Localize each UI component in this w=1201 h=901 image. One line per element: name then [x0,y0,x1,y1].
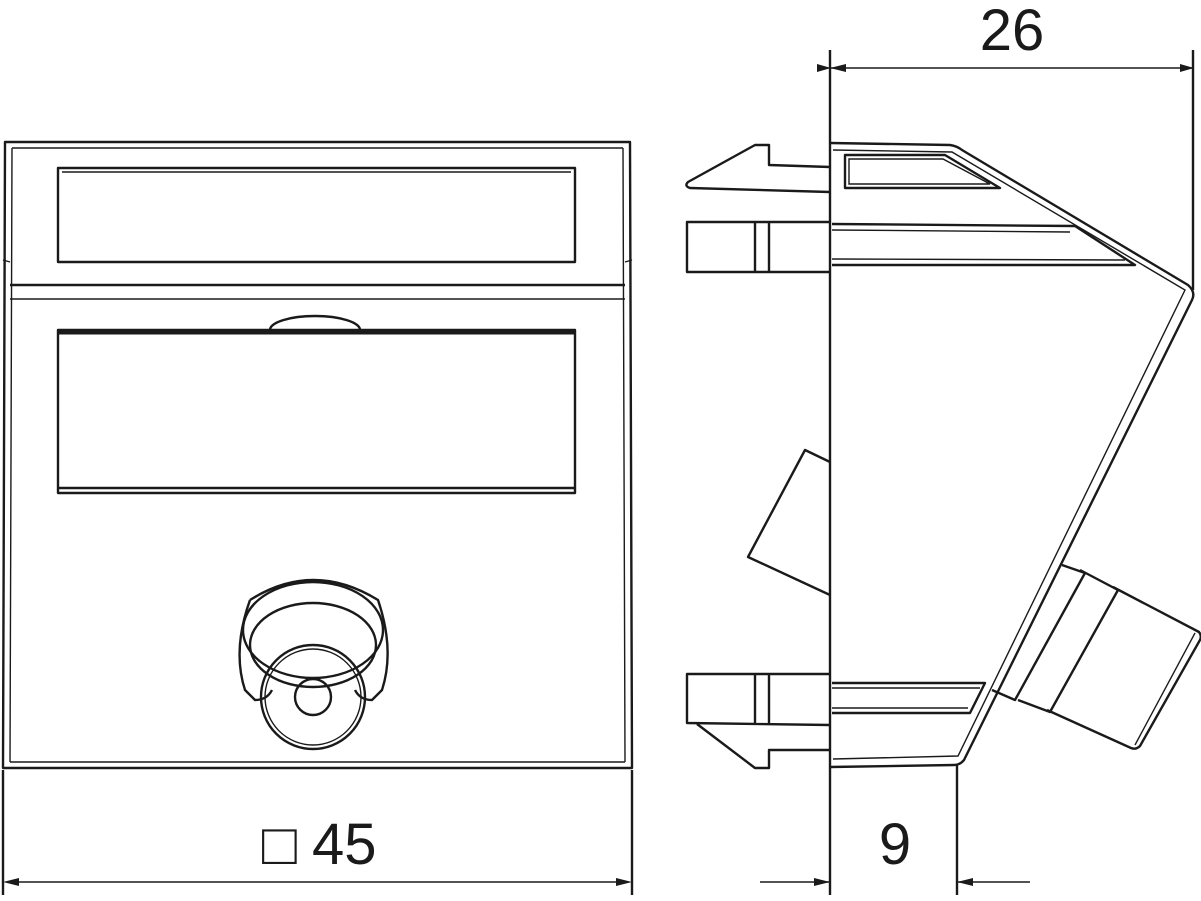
hidden-arc [268,314,362,331]
connector-front [238,578,389,751]
latch-bottom [696,723,830,770]
label-window-main [56,328,577,495]
rear-block [746,448,831,597]
dimension-26: 26 [817,0,1195,290]
latch-lower [685,672,831,727]
latch-upper [685,220,830,274]
dimension-9: 9 [760,765,1030,895]
side-window [843,153,1002,190]
front-view [1,140,634,770]
connector-side [991,563,1201,750]
latch-top [685,143,831,194]
side-outline [829,141,1195,769]
front-outline [1,140,634,770]
square-symbol: □ [262,812,297,877]
side-groove [831,222,1137,267]
dim-9-label: 9 [879,812,911,877]
label-window-top [56,166,577,264]
dimension-45: □ 45 [1,770,634,895]
dim-45-label: 45 [312,812,377,877]
side-groove-bottom [832,681,987,715]
connector-hole [293,677,333,717]
dim-26-label: 26 [980,0,1045,63]
side-view [685,50,1201,895]
